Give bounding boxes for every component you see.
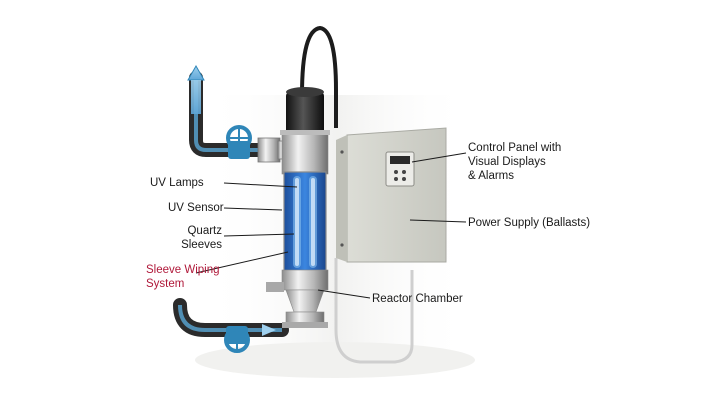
leader-uv-lamps [223,182,298,188]
control-cabinet [336,127,447,263]
control-panel-label: Control Panel with Visual Displays & Ala… [468,141,561,183]
inlet-pipe [173,298,289,337]
leader-uv-sensor [223,207,283,211]
sleeve-wiping-label: Sleeve Wiping System [146,263,220,291]
leader-quartz [223,233,295,237]
leader-lines [195,152,467,299]
wiping-label-line2: System [146,278,185,290]
uv-sensor-label: UV Sensor [168,202,224,214]
outlet-pipe [187,64,269,157]
control-label-line1: Control Panel with [468,142,562,154]
quartz-label-line2: Sleeves [181,239,222,251]
bottom-valve [224,326,250,353]
control-label-line3: & Alarms [468,170,515,182]
quartz-sleeves-label: Quartz Sleeves [178,224,222,252]
leader-power [409,219,467,223]
leader-control [411,152,467,163]
quartz-label-line1: Quartz [187,225,222,237]
power-supply-label: Power Supply (Ballasts) [468,217,591,229]
leader-reactor [317,289,371,299]
uv-lamps-label: UV Lamps [150,177,204,189]
top-valve [226,125,252,159]
control-label-line2: Visual Displays [468,156,546,168]
wiping-label-line1: Sleeve Wiping [146,264,220,276]
leader-wiping [195,251,289,274]
uv-reactor [266,87,330,328]
lamp-cable [300,25,414,364]
reactor-chamber-label: Reactor Chamber [372,293,463,305]
